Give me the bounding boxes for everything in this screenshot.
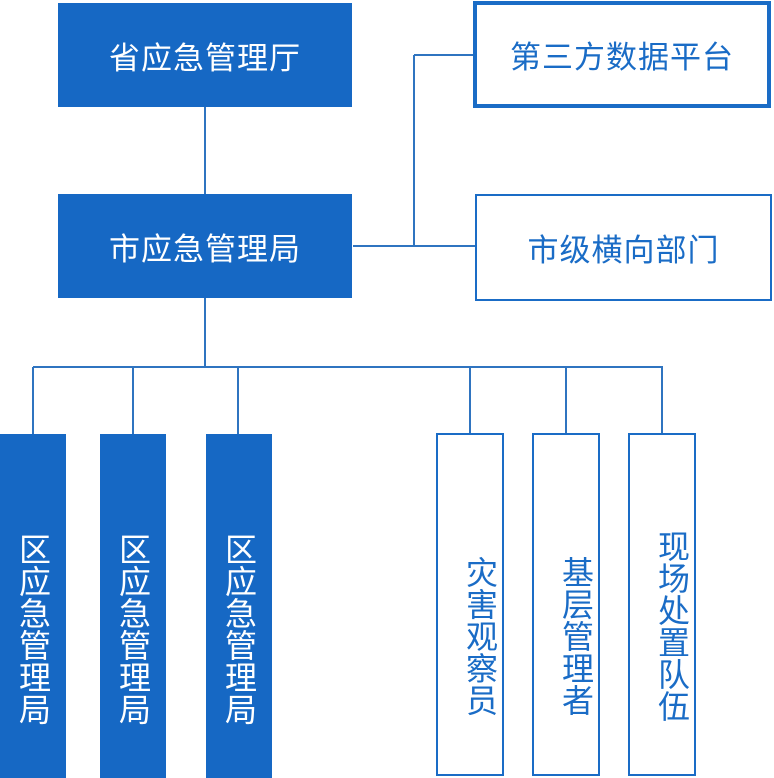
node-district-3-label: 区应急管理局 [220,533,258,725]
node-grassroots-manager: 基层管理者 [532,433,600,776]
node-province: 省应急管理厅 [58,3,352,107]
node-province-label: 省应急管理厅 [109,40,301,77]
node-district-3: 区应急管理局 [206,434,272,778]
node-third-party-label: 第三方数据平台 [510,40,734,76]
node-grassroots-manager-label: 基层管理者 [557,555,595,716]
node-city-horizontal: 市级横向部门 [475,194,772,301]
node-disaster-observer: 灾害观察员 [436,433,504,776]
node-third-party: 第三方数据平台 [473,1,771,108]
node-district-2-label: 区应急管理局 [114,533,152,725]
node-district-1-label: 区应急管理局 [14,533,52,725]
node-onsite-team-label: 现场处置队伍 [653,529,691,722]
node-city: 市应急管理局 [58,194,352,298]
node-disaster-observer-label: 灾害观察员 [461,555,499,716]
node-city-horizontal-label: 市级横向部门 [527,233,720,269]
node-city-label: 市应急管理局 [109,231,301,268]
node-district-2: 区应急管理局 [100,434,166,778]
node-district-1: 区应急管理局 [0,434,66,778]
node-onsite-team: 现场处置队伍 [628,433,696,776]
